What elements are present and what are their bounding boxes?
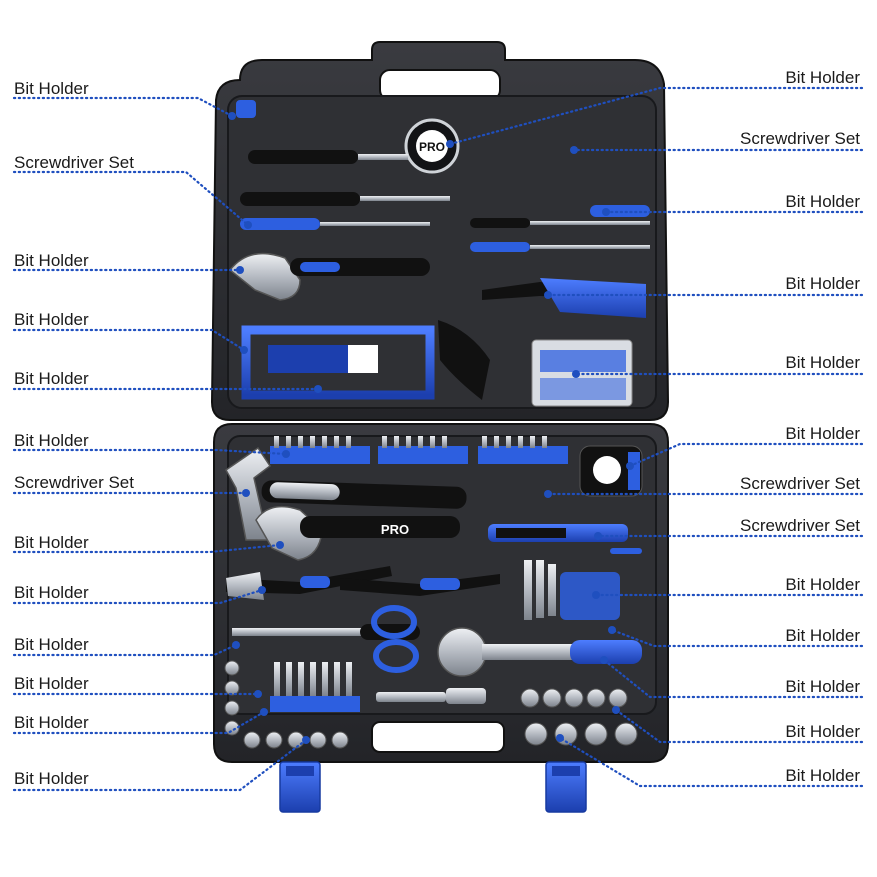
callout-label: Bit Holder <box>785 192 860 211</box>
callout-label: Bit Holder <box>14 369 89 388</box>
callout-label: Bit Holder <box>785 68 860 87</box>
screwdriver-set-icon <box>236 100 650 252</box>
right-callout-labels: Bit Holder Screwdriver Set Bit Holder Bi… <box>740 68 860 785</box>
callout-label: Bit Holder <box>14 431 89 450</box>
callout-label: Bit Holder <box>14 635 89 654</box>
callout-label: Bit Holder <box>785 575 860 594</box>
left-callout-leaders <box>12 96 320 792</box>
right-callout-leaders <box>448 86 864 788</box>
callout-label: Screwdriver Set <box>740 474 860 493</box>
callout-label: Screwdriver Set <box>14 153 134 172</box>
callout-label: Bit Holder <box>785 722 860 741</box>
callout-label: Bit Holder <box>14 583 89 602</box>
brand-logo-text: PRO <box>381 522 409 537</box>
callout-label: Bit Holder <box>785 677 860 696</box>
adjustable-wrench-icon <box>228 252 430 301</box>
left-callout-labels: Bit Holder Screwdriver Set Bit Holder Bi… <box>14 79 134 788</box>
callout-label: Bit Holder <box>14 251 89 270</box>
latch-left <box>279 761 321 813</box>
callout-label: Screwdriver Set <box>740 516 860 535</box>
latch-right <box>545 761 587 813</box>
callout-label: Bit Holder <box>14 533 89 552</box>
tape-measure <box>579 445 643 497</box>
callout-label: Bit Holder <box>785 353 860 372</box>
callout-label: Screwdriver Set <box>740 129 860 148</box>
callout-label: Bit Holder <box>785 626 860 645</box>
utility-knife-icon <box>488 524 642 554</box>
callout-label: Bit Holder <box>785 424 860 443</box>
left-callout-dots <box>228 112 322 744</box>
hacksaw-icon <box>241 320 490 400</box>
callout-label: Bit Holder <box>785 766 860 785</box>
wrench-set-icon <box>466 94 649 192</box>
tape-measure-small: PRO <box>404 118 460 174</box>
ratchet-icon <box>437 627 642 677</box>
bit-rack-bottom <box>270 662 486 712</box>
callout-label: Bit Holder <box>14 310 89 329</box>
callout-label: Bit Holder <box>785 274 860 293</box>
callout-label: Screwdriver Set <box>14 473 134 492</box>
bit-strip-top <box>270 436 568 464</box>
hex-key-set-icon <box>524 560 620 620</box>
socket-set-icon <box>224 660 638 749</box>
logo-text: PRO <box>419 140 445 154</box>
callout-label: Bit Holder <box>14 769 89 788</box>
callout-label: Bit Holder <box>14 713 89 732</box>
callout-label: Bit Holder <box>14 79 89 98</box>
wire-stripper-icon <box>482 278 646 318</box>
callout-label: Bit Holder <box>14 674 89 693</box>
scissors-icon <box>232 605 420 673</box>
right-callout-dots <box>446 140 634 742</box>
